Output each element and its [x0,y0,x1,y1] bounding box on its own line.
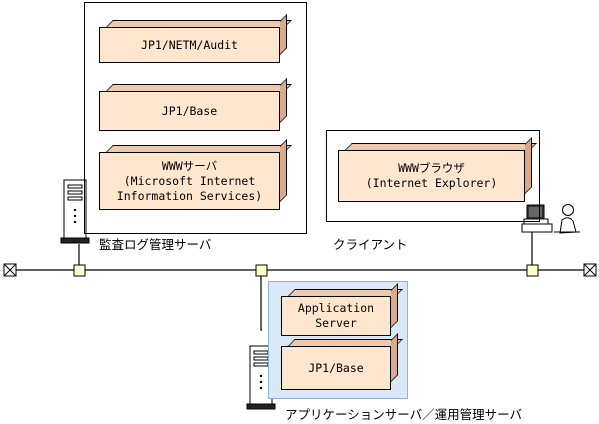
app-ops-server-label: アプリケーションサーバ／運用管理サーバ [285,407,523,422]
app-server-link [260,270,262,331]
component-application-server: Application Server [281,296,391,336]
client-pc-user-icon [521,204,580,234]
component-label: Application Server [297,301,375,330]
component-jp1-netm-audit: JP1/NETM/Audit [99,27,280,63]
client-label: クライアント [333,237,408,252]
component-www-server: WWWサーバ (Microsoft Internet Information S… [99,152,280,210]
terminator-left-icon [3,263,17,277]
component-www-browser: WWWブラウザ (Internet Explorer) [338,150,525,202]
client-frame [326,130,540,222]
node-app-icon [255,264,268,277]
component-label: JP1/Base [161,103,218,118]
audit-server-tower-icon [60,179,90,244]
component-jp1-base-bottom: JP1/Base [281,346,391,390]
audit-server-frame [84,2,307,234]
component-label: JP1/NETM/Audit [141,37,238,52]
terminator-right-icon [583,263,597,277]
node-audit-icon [73,264,86,277]
node-client-icon [526,264,539,277]
network-backbone [10,232,590,331]
component-jp1-base-top: JP1/Base [99,91,280,131]
component-label: WWWサーバ (Microsoft Internet Information S… [116,158,263,203]
component-label: WWWブラウザ (Internet Explorer) [365,161,498,190]
audit-server-label: 監査ログ管理サーバ [99,237,212,252]
component-label: JP1/Base [308,360,364,375]
